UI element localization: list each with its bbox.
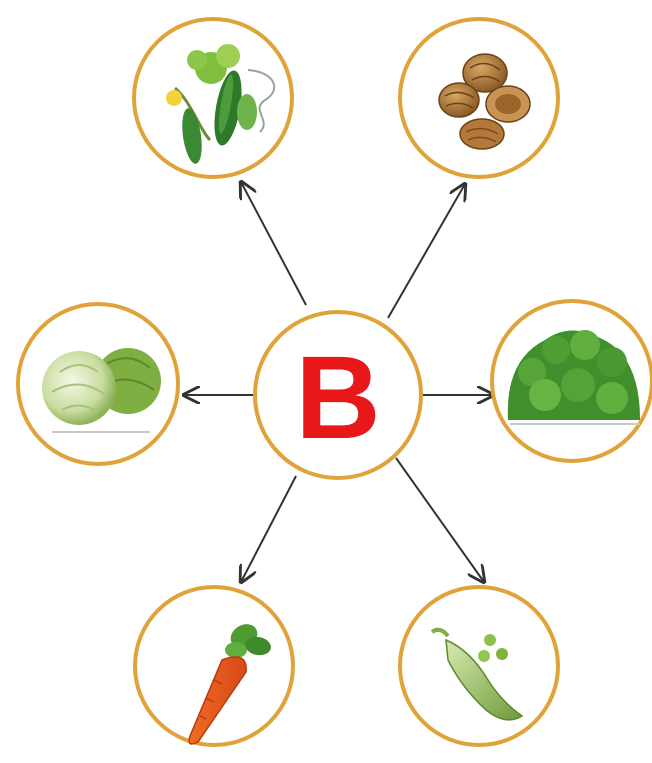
node-middle-left bbox=[18, 304, 178, 464]
node-top-left bbox=[134, 19, 292, 177]
arrow-to-top-right bbox=[388, 184, 465, 318]
node-top-right bbox=[400, 19, 558, 177]
center-letter: B bbox=[295, 332, 380, 464]
node-bottom-left bbox=[135, 587, 293, 745]
arrow-to-bottom-right bbox=[396, 458, 484, 582]
node-bottom-right bbox=[400, 587, 558, 745]
arrow-to-bottom-left bbox=[241, 476, 296, 582]
center-node: B bbox=[255, 312, 421, 478]
node-ring bbox=[135, 587, 293, 745]
node-middle-right bbox=[492, 301, 652, 461]
arrow-to-top-left bbox=[241, 182, 306, 305]
